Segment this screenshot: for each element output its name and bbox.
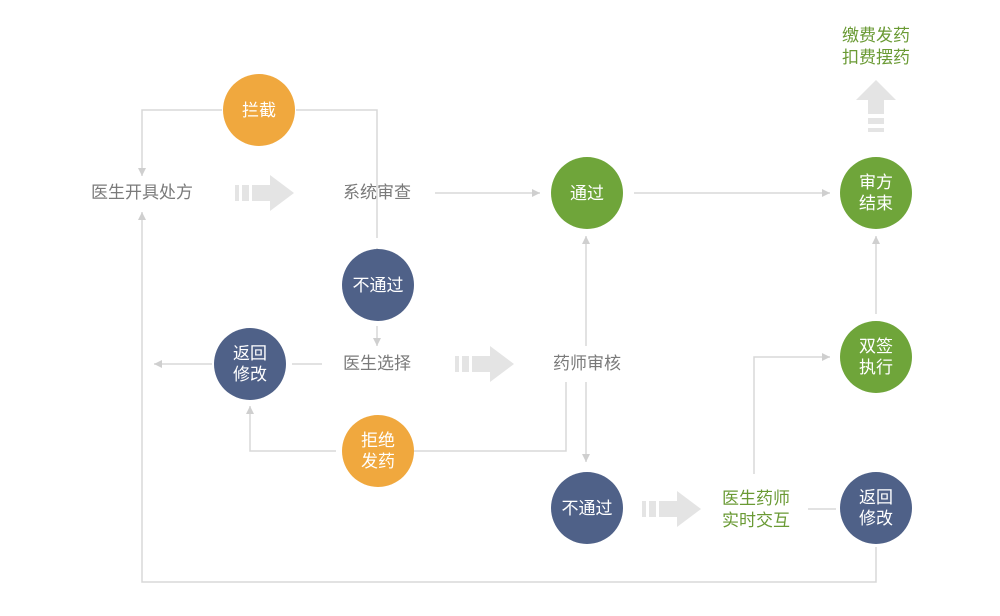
node-return-modify-right-line2: 修改 — [859, 509, 893, 528]
node-system-review: 系统审查 — [343, 183, 411, 202]
node-intercept: 拦截 — [223, 74, 295, 146]
node-reject-dispense-line2: 发药 — [361, 452, 395, 471]
node-intercept-label: 拦截 — [242, 100, 276, 120]
node-return-modify-left-line2: 修改 — [233, 365, 267, 384]
node-realtime-interaction-line1: 医生药师 — [722, 489, 790, 508]
node-double-sign-line2: 执行 — [859, 358, 893, 377]
node-fail-1-label: 不通过 — [352, 275, 404, 295]
flow-arrow-up — [856, 80, 896, 132]
node-realtime-interaction-line2: 实时交互 — [722, 511, 790, 530]
node-double-sign: 双签 执行 — [840, 321, 912, 393]
flow-arrow-3 — [642, 491, 701, 527]
connector-review-to-intercept — [296, 109, 378, 238]
node-fail-2-label: 不通过 — [561, 498, 613, 518]
flow-arrow-1 — [235, 175, 294, 211]
node-reject-dispense: 拒绝 发药 — [342, 415, 414, 487]
node-fail-2: 不通过 — [551, 472, 623, 544]
node-review-end-line1: 审方 — [859, 173, 893, 192]
node-return-modify-right-line1: 返回 — [859, 488, 893, 507]
node-doctor-choose: 医生选择 — [343, 354, 411, 373]
node-pay-dispense-line1: 缴费发药 — [842, 26, 910, 45]
node-return-modify-left-line1: 返回 — [233, 344, 267, 363]
node-pass-1-label: 通过 — [570, 183, 604, 203]
connector-bottom-loop — [138, 212, 877, 583]
node-doctor-prescribe: 医生开具处方 — [91, 183, 193, 202]
node-reject-dispense-line1: 拒绝 — [361, 431, 395, 450]
node-pass-1: 通过 — [551, 157, 623, 229]
flow-arrow-2 — [455, 346, 514, 382]
node-return-modify-left: 返回 修改 — [214, 328, 286, 400]
node-review-end-line2: 结束 — [859, 194, 893, 213]
connector-intercept-to-doctor — [138, 109, 222, 176]
connector-reject-to-return — [246, 406, 336, 452]
connector-interaction-to-doublesign — [753, 353, 830, 474]
node-fail-1: 不通过 — [342, 249, 414, 321]
node-double-sign-line1: 双签 — [859, 337, 893, 356]
node-realtime-interaction: 医生药师 实时交互 — [706, 488, 806, 532]
node-pharmacist-review: 药师审核 — [553, 354, 621, 373]
node-review-end: 审方 结束 — [840, 157, 912, 229]
node-pay-dispense-line2: 扣费摆药 — [842, 48, 910, 67]
connector-pharmacist-to-reject — [414, 382, 567, 452]
node-return-modify-right: 返回 修改 — [840, 472, 912, 544]
node-pay-dispense: 缴费发药 扣费摆药 — [826, 25, 926, 69]
